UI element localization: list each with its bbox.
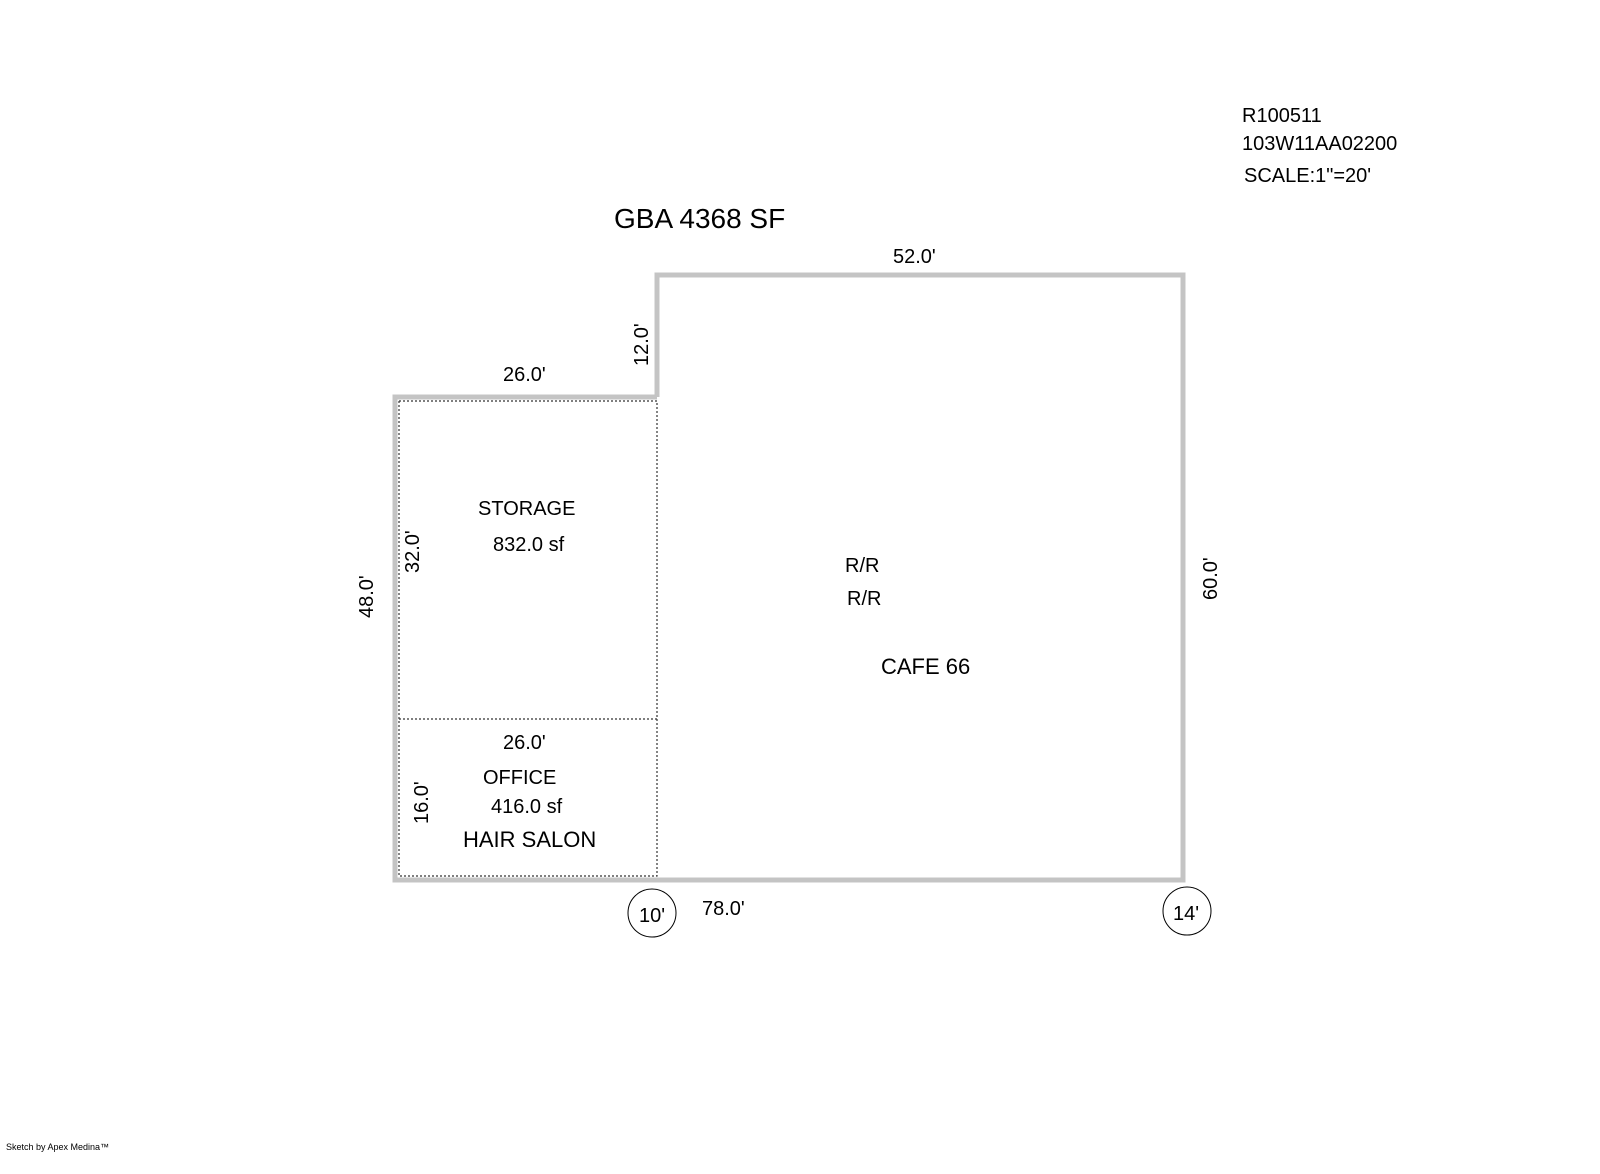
office-tenant-name: HAIR SALON xyxy=(463,827,596,852)
wall-height-left: 10' xyxy=(639,905,665,927)
dimension-storage-top: 26.0' xyxy=(503,364,546,386)
main-tenant-name: CAFE 66 xyxy=(881,654,970,679)
dimension-storage-side: 32.0' xyxy=(402,530,424,573)
scale-label: SCALE:1"=20' xyxy=(1244,165,1371,187)
restroom-label-1: R/R xyxy=(845,555,879,577)
building-outline xyxy=(392,272,1186,883)
gross-building-area-title: GBA 4368 SF xyxy=(614,203,785,234)
parcel-id: R100511 xyxy=(1242,105,1322,127)
dimension-office-top: 26.0' xyxy=(503,732,546,754)
sketch-credit: Sketch by Apex Medina™ xyxy=(6,1142,109,1152)
map-number: 103W11AA02200 xyxy=(1242,133,1397,155)
dimension-bottom-total: 78.0' xyxy=(702,898,745,920)
office-room-area: 416.0 sf xyxy=(491,796,563,818)
dimension-office-side: 16.0' xyxy=(411,781,433,824)
restroom-label-2: R/R xyxy=(847,588,881,610)
storage-room-area: 832.0 sf xyxy=(493,534,565,556)
dimension-right-side: 60.0' xyxy=(1200,557,1222,600)
dimension-top-main: 52.0' xyxy=(893,246,936,268)
storage-office-dotted-outline xyxy=(398,400,658,877)
wall-height-circle-right xyxy=(1162,886,1212,936)
storage-room-name: STORAGE xyxy=(478,498,575,520)
wall-height-circle-left xyxy=(627,888,677,938)
office-room-name: OFFICE xyxy=(483,767,556,789)
dimension-step-height: 12.0' xyxy=(631,323,653,366)
wall-height-right: 14' xyxy=(1173,903,1199,925)
dimension-left-total: 48.0' xyxy=(356,575,378,618)
